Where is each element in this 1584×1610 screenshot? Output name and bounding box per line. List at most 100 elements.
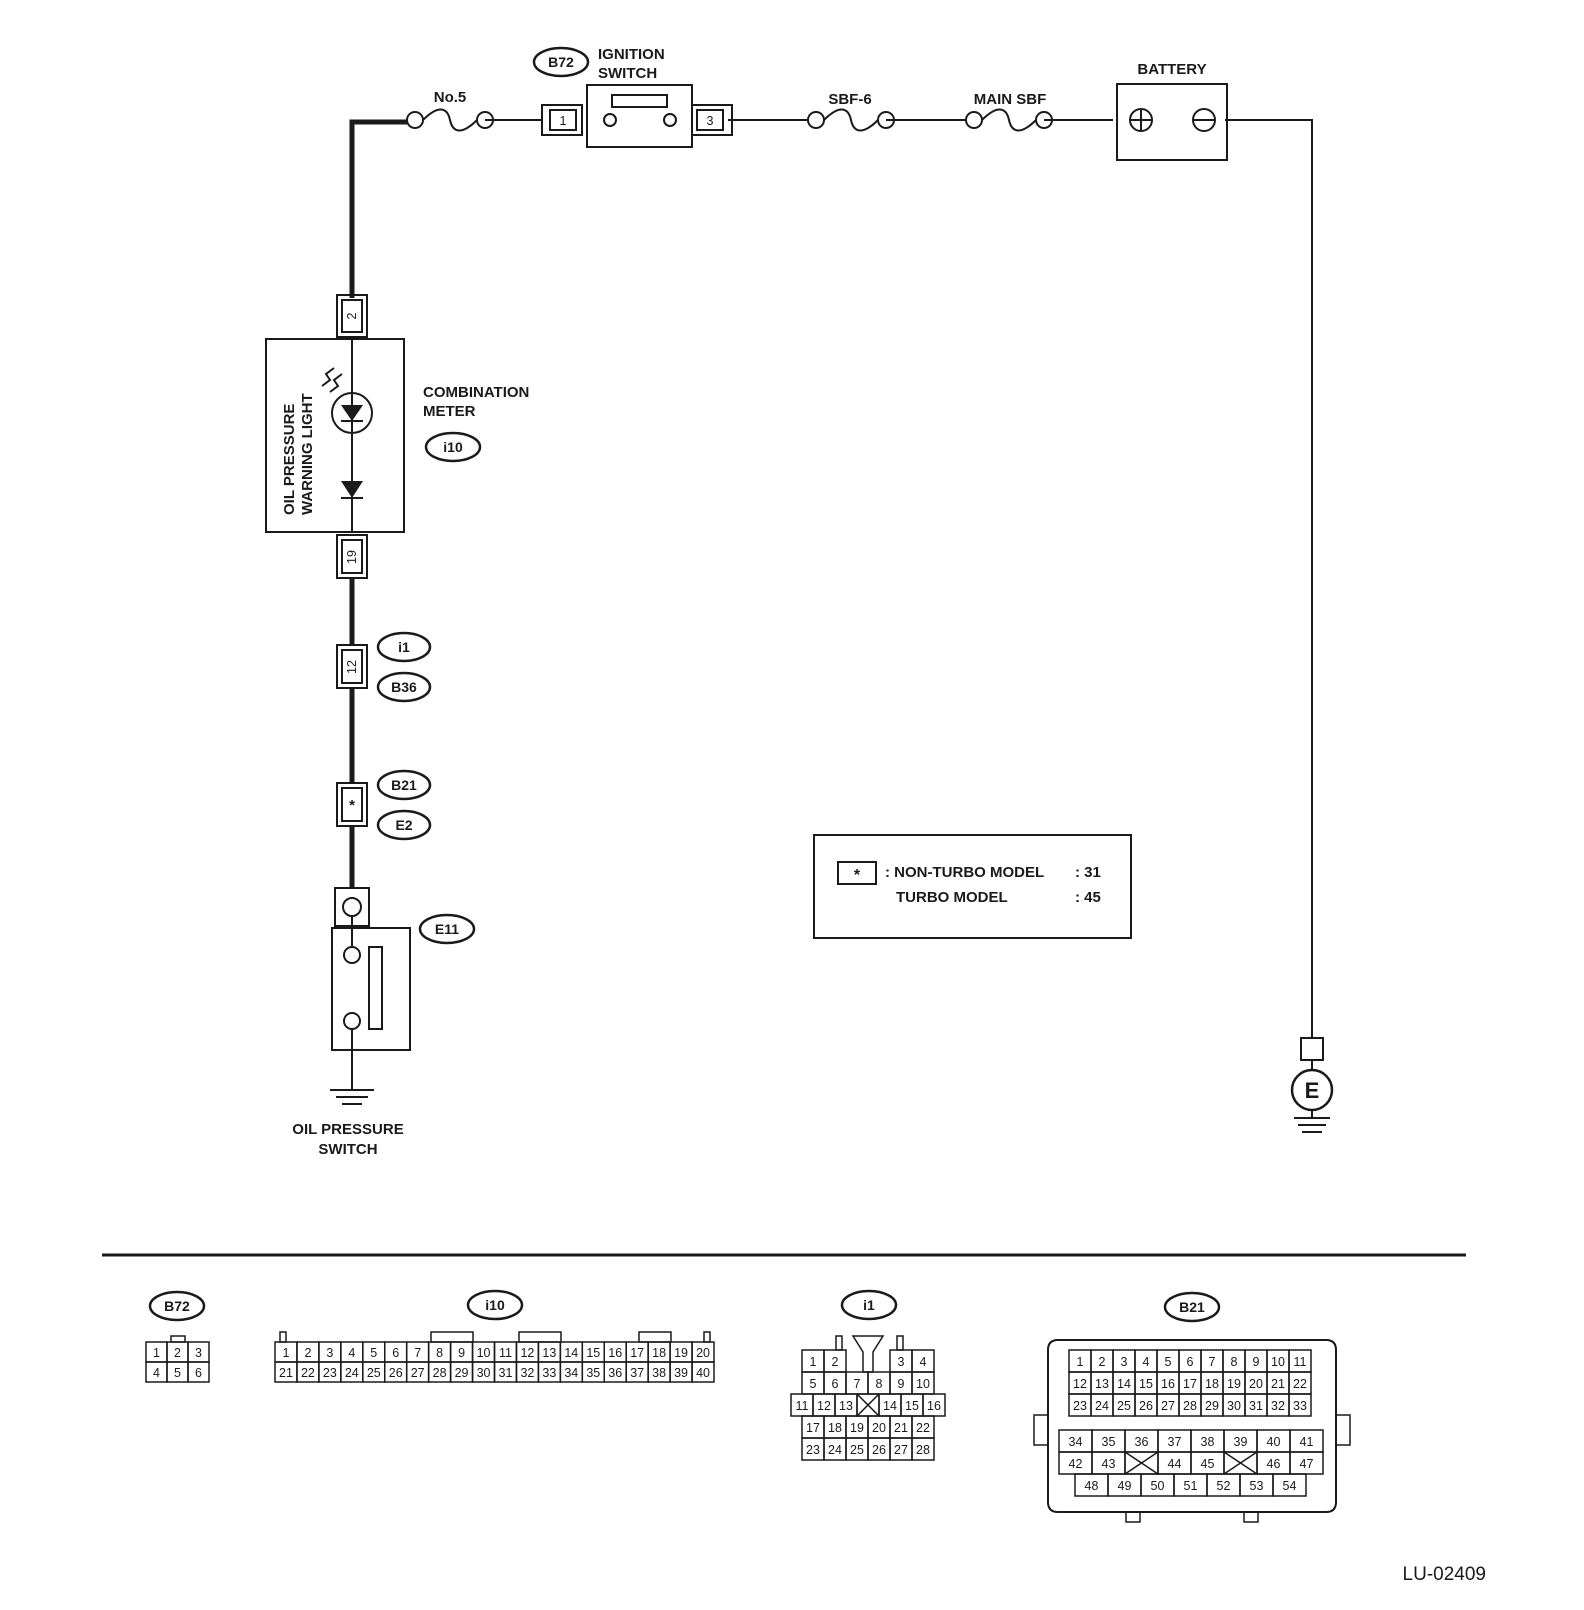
pin-ign-3: 3 bbox=[707, 114, 714, 128]
note-row1-label: : NON-TURBO MODEL bbox=[885, 864, 1044, 881]
pin-number: 12 bbox=[817, 1399, 831, 1413]
pin-number: 35 bbox=[1102, 1435, 1116, 1449]
pin-number: 50 bbox=[1151, 1479, 1165, 1493]
pin-cell bbox=[911, 1437, 935, 1461]
pin-number: 1 bbox=[810, 1355, 817, 1369]
face-ref-b72: B72 bbox=[164, 1298, 190, 1314]
pin-number: 2 bbox=[304, 1346, 311, 1360]
pin-number: 17 bbox=[1183, 1377, 1197, 1391]
pin-number: 32 bbox=[520, 1366, 534, 1380]
pin-number: 43 bbox=[1102, 1457, 1116, 1471]
pin-number: 34 bbox=[564, 1366, 578, 1380]
pin-b21-star: * bbox=[349, 797, 355, 814]
ground-icon bbox=[330, 1089, 374, 1105]
wire-battery-to-ground bbox=[1225, 119, 1313, 1038]
empty-pin-mark bbox=[1223, 1451, 1258, 1475]
pin-number: 25 bbox=[367, 1366, 381, 1380]
pin-number: 5 bbox=[370, 1346, 377, 1360]
pin-number: 1 bbox=[282, 1346, 289, 1360]
pin-number: 44 bbox=[1168, 1457, 1182, 1471]
pin-number: 33 bbox=[1293, 1399, 1307, 1413]
model-note-box: * : NON-TURBO MODEL : 31 TURBO MODEL : 4… bbox=[813, 834, 1132, 939]
pin-number: 7 bbox=[854, 1377, 861, 1391]
pin-cell bbox=[1288, 1393, 1312, 1417]
warning-light-label-2: WARNING LIGHT bbox=[299, 393, 316, 515]
pin-number: 6 bbox=[832, 1377, 839, 1391]
pin-number: 48 bbox=[1085, 1479, 1099, 1493]
pin-number: 40 bbox=[1267, 1435, 1281, 1449]
combination-meter-label-1: COMBINATION bbox=[423, 384, 529, 401]
main-sbf-label: MAIN SBF bbox=[974, 91, 1047, 108]
pin-number: 20 bbox=[872, 1421, 886, 1435]
pin-number: 8 bbox=[876, 1377, 883, 1391]
pin-number: 18 bbox=[828, 1421, 842, 1435]
oil-switch-label-2: SWITCH bbox=[318, 1141, 377, 1158]
pin-number: 18 bbox=[652, 1346, 666, 1360]
pin-number: 29 bbox=[455, 1366, 469, 1380]
pin-number: 8 bbox=[1231, 1355, 1238, 1369]
empty-pin-mark bbox=[856, 1393, 880, 1417]
face-ref-b21: B21 bbox=[1179, 1299, 1205, 1315]
pin-number: 5 bbox=[810, 1377, 817, 1391]
pin-number: 11 bbox=[1294, 1355, 1307, 1369]
pin-number: 2 bbox=[174, 1346, 181, 1360]
pin-number: 3 bbox=[195, 1346, 202, 1360]
power-wiring bbox=[349, 119, 1313, 1038]
warning-light-label-1: OIL PRESSURE bbox=[281, 404, 298, 515]
pin-number: 27 bbox=[411, 1366, 425, 1380]
pin-number: 2 bbox=[1099, 1355, 1106, 1369]
pin-number: 32 bbox=[1271, 1399, 1285, 1413]
pin-number: 25 bbox=[1117, 1399, 1131, 1413]
pin-number: 45 bbox=[1201, 1457, 1215, 1471]
pin-number: 28 bbox=[433, 1366, 447, 1380]
note-symbol: * bbox=[854, 867, 861, 884]
ignition-switch: B72 IGNITION SWITCH 1 3 bbox=[532, 46, 733, 148]
pin-number: 9 bbox=[458, 1346, 465, 1360]
face-ref-i1: i1 bbox=[863, 1297, 875, 1313]
ref-b21: B21 bbox=[391, 777, 417, 793]
fuse-no5-label: No.5 bbox=[434, 89, 467, 106]
pin-number: 4 bbox=[1143, 1355, 1150, 1369]
pin-number: 3 bbox=[1121, 1355, 1128, 1369]
pin-number: 36 bbox=[1135, 1435, 1149, 1449]
battery-plus-icon bbox=[1129, 108, 1153, 132]
pin-number: 28 bbox=[916, 1443, 930, 1457]
sbf6-label: SBF-6 bbox=[828, 91, 871, 108]
pin-number: 9 bbox=[898, 1377, 905, 1391]
pin-number: 3 bbox=[898, 1355, 905, 1369]
note-row2-label: TURBO MODEL bbox=[896, 889, 1008, 906]
pin-number: 16 bbox=[1161, 1377, 1175, 1391]
pin-number: 1 bbox=[1077, 1355, 1084, 1369]
pin-number: 6 bbox=[195, 1366, 202, 1380]
pin-number: 30 bbox=[477, 1366, 491, 1380]
ref-i1: i1 bbox=[398, 639, 410, 655]
pin-number: 7 bbox=[1209, 1355, 1216, 1369]
pin-number: 35 bbox=[586, 1366, 600, 1380]
pin-number: 23 bbox=[323, 1366, 337, 1380]
diode-icon bbox=[341, 481, 363, 499]
connector-b21-e2: * B21 E2 bbox=[336, 769, 432, 841]
pin-number: 24 bbox=[345, 1366, 359, 1380]
pin-number: 11 bbox=[796, 1399, 809, 1413]
led-icon bbox=[321, 367, 373, 434]
pin-number: 49 bbox=[1118, 1479, 1132, 1493]
pin-number: 9 bbox=[1253, 1355, 1260, 1369]
pin-number: 19 bbox=[1227, 1377, 1241, 1391]
pin-number: 13 bbox=[839, 1399, 853, 1413]
face-ref-i10: i10 bbox=[485, 1297, 505, 1313]
pin-number: 10 bbox=[1271, 1355, 1285, 1369]
pin-number: 3 bbox=[326, 1346, 333, 1360]
pin-number: 22 bbox=[301, 1366, 315, 1380]
pin-number: 7 bbox=[414, 1346, 421, 1360]
pin-number: 18 bbox=[1205, 1377, 1219, 1391]
pin-number: 41 bbox=[1300, 1435, 1314, 1449]
pin-cell bbox=[187, 1361, 210, 1383]
pin-number: 24 bbox=[828, 1443, 842, 1457]
pin-ign-1: 1 bbox=[560, 114, 567, 128]
